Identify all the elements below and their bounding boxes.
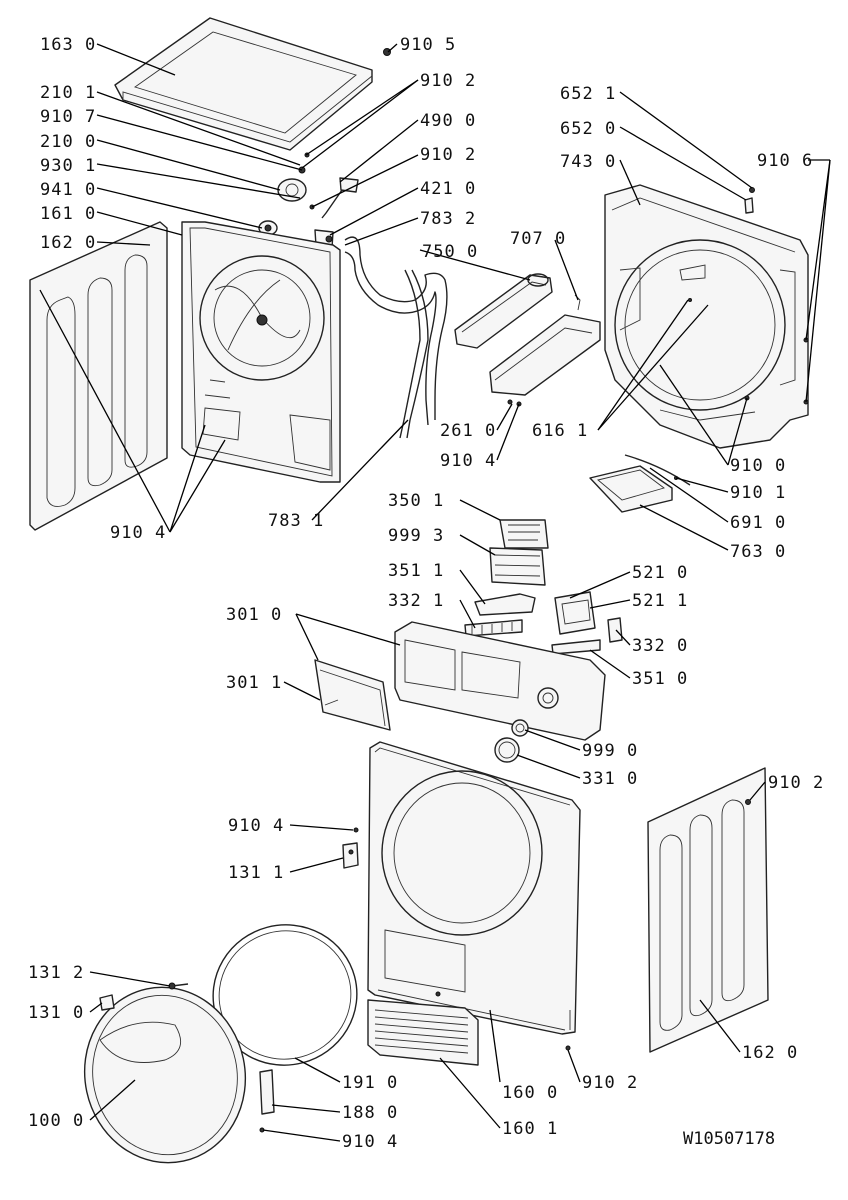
part-label-l27: 763 0: [730, 542, 786, 562]
part-hoses: [344, 236, 448, 439]
part-label-l3: 910 7: [40, 107, 96, 127]
part-label-l21: 261 0: [440, 421, 496, 441]
part-labels: 163 0 210 1 910 7 210 0 930 1 941 0 161 0 162 0…: [28, 35, 824, 1152]
part-label-l51: 160 1: [502, 1119, 558, 1139]
part-label-l13: 421 0: [420, 179, 476, 199]
part-label-l41: 331 0: [582, 769, 638, 789]
part-label-l8: 162 0: [40, 233, 96, 253]
part-label-l43: 131 1: [228, 863, 284, 883]
part-label-l12: 910 2: [420, 145, 476, 165]
part-label-l24: 910 0: [730, 456, 786, 476]
part-knob: [494, 719, 529, 763]
part-label-l30: 350 1: [388, 491, 444, 511]
part-label-l54: 910 4: [342, 1132, 398, 1152]
part-label-l45: 131 2: [28, 963, 84, 983]
part-right-side-panel: [647, 767, 769, 1053]
part-water-drawer: [314, 659, 391, 731]
part-label-l29: 783 1: [268, 511, 324, 531]
part-label-l18: 652 0: [560, 119, 616, 139]
part-label-l50: 188 0: [342, 1103, 398, 1123]
part-label-l37: 301 0: [226, 605, 282, 625]
part-label-l47: 191 0: [342, 1073, 398, 1093]
leader-lines: [39, 43, 831, 1142]
part-label-l28: 910 4: [110, 523, 166, 543]
part-label-l39: 301 1: [226, 673, 282, 693]
drawing-code: W10507178: [683, 1129, 775, 1149]
part-label-l34: 521 0: [632, 563, 688, 583]
part-label-l9: 910 5: [400, 35, 456, 55]
part-label-l1: 163 0: [40, 35, 96, 55]
part-label-l10: 910 2: [420, 71, 476, 91]
part-condenser-duct: [454, 273, 601, 407]
part-label-l7: 161 0: [40, 204, 96, 224]
part-label-l33: 332 1: [388, 591, 444, 611]
part-label-l49: 910 2: [582, 1073, 638, 1093]
part-rear-panel: [181, 221, 341, 483]
part-label-l4: 210 0: [40, 132, 96, 152]
part-label-l14: 783 2: [420, 209, 476, 229]
part-label-l11: 490 0: [420, 111, 476, 131]
part-label-l52: 162 0: [742, 1043, 798, 1063]
part-label-l16: 707 0: [510, 229, 566, 249]
part-front-grille: [367, 999, 479, 1066]
part-label-l31: 999 3: [388, 526, 444, 546]
part-door: [83, 982, 275, 1164]
part-label-l2: 210 1: [40, 83, 96, 103]
part-label-l36: 332 0: [632, 636, 688, 656]
part-label-l40: 999 0: [582, 741, 638, 761]
part-left-side-panel: [29, 221, 168, 531]
part-label-l20: 910 6: [757, 151, 813, 171]
part-lock-parts: [342, 827, 359, 869]
part-label-l35: 521 1: [632, 591, 688, 611]
part-label-l44: 910 2: [768, 773, 824, 793]
part-lint-filter: [589, 454, 691, 513]
part-label-l53: 100 0: [28, 1111, 84, 1131]
part-label-l26: 691 0: [730, 513, 786, 533]
part-top-cover: [114, 17, 373, 151]
part-label-l5: 930 1: [40, 156, 96, 176]
part-label-l38: 351 0: [632, 669, 688, 689]
part-label-l25: 910 1: [730, 483, 786, 503]
part-label-l15: 750 0: [422, 242, 478, 262]
part-control-panel: [394, 621, 606, 741]
part-label-l6: 941 0: [40, 180, 96, 200]
part-electronics: [464, 519, 623, 655]
part-front-panel: [367, 741, 581, 1051]
part-label-l17: 652 1: [560, 84, 616, 104]
part-label-l32: 351 1: [388, 561, 444, 581]
part-front-frame: [604, 184, 809, 449]
part-small-top-hardware: [258, 48, 391, 249]
part-label-l48: 160 0: [502, 1083, 558, 1103]
part-label-l19: 743 0: [560, 152, 616, 172]
part-label-l42: 910 4: [228, 816, 284, 836]
part-label-l46: 131 0: [28, 1003, 84, 1023]
part-label-l22: 910 4: [440, 451, 496, 471]
part-label-l23: 616 1: [532, 421, 588, 441]
